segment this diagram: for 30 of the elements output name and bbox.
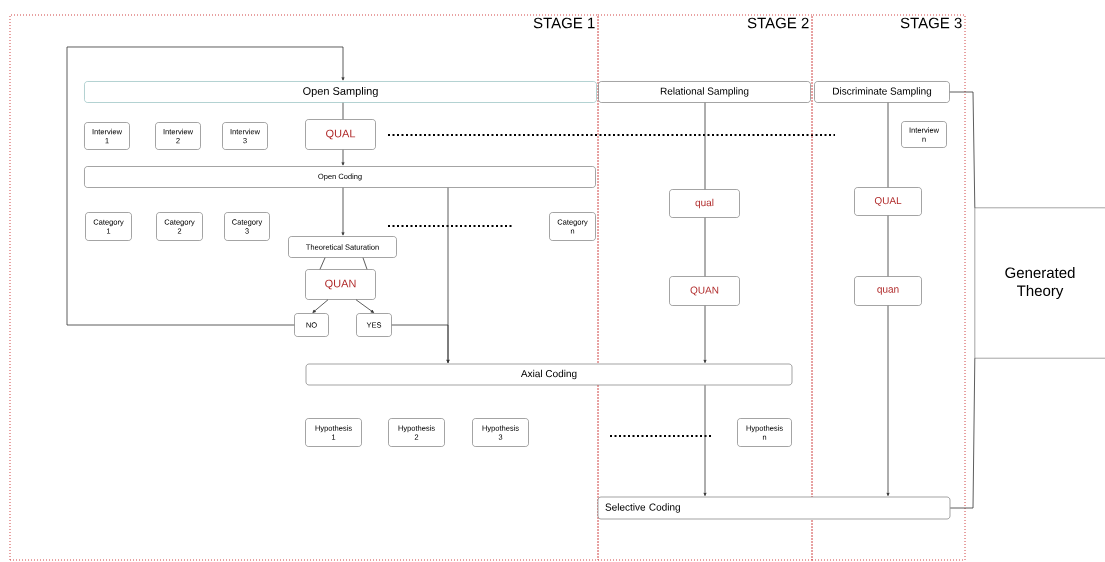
method-box: QUAL <box>854 187 922 216</box>
arrow <box>703 305 707 364</box>
arrow <box>341 149 345 166</box>
method-box: QUAN <box>669 276 740 306</box>
arrow <box>355 299 375 313</box>
method-box: QUAL <box>305 119 376 150</box>
connector-line <box>319 257 326 270</box>
arrow <box>703 384 707 497</box>
result-box: Generated Theory <box>974 207 1105 359</box>
connector-line <box>342 102 344 120</box>
connector-line <box>887 102 889 188</box>
arrow <box>391 324 450 364</box>
process-box: Relational Sampling <box>598 81 811 103</box>
arrow <box>886 305 890 497</box>
connector-line <box>949 91 976 209</box>
connector-line <box>704 102 706 190</box>
method-box: qual <box>669 189 740 218</box>
connector-line <box>362 257 368 270</box>
method-box: QUAN <box>305 269 376 300</box>
process-box: Open Sampling <box>84 81 597 103</box>
process-box: Axial Coding <box>305 363 793 386</box>
arrow <box>312 299 329 313</box>
arrow <box>66 46 345 326</box>
arrow <box>341 187 345 236</box>
process-box: Discriminate Sampling <box>814 81 950 103</box>
process-box: Selective Coding <box>597 496 951 520</box>
connector-line <box>887 215 889 277</box>
connector-line <box>704 217 706 277</box>
method-box: quan <box>854 276 922 306</box>
connector-line <box>949 357 976 509</box>
